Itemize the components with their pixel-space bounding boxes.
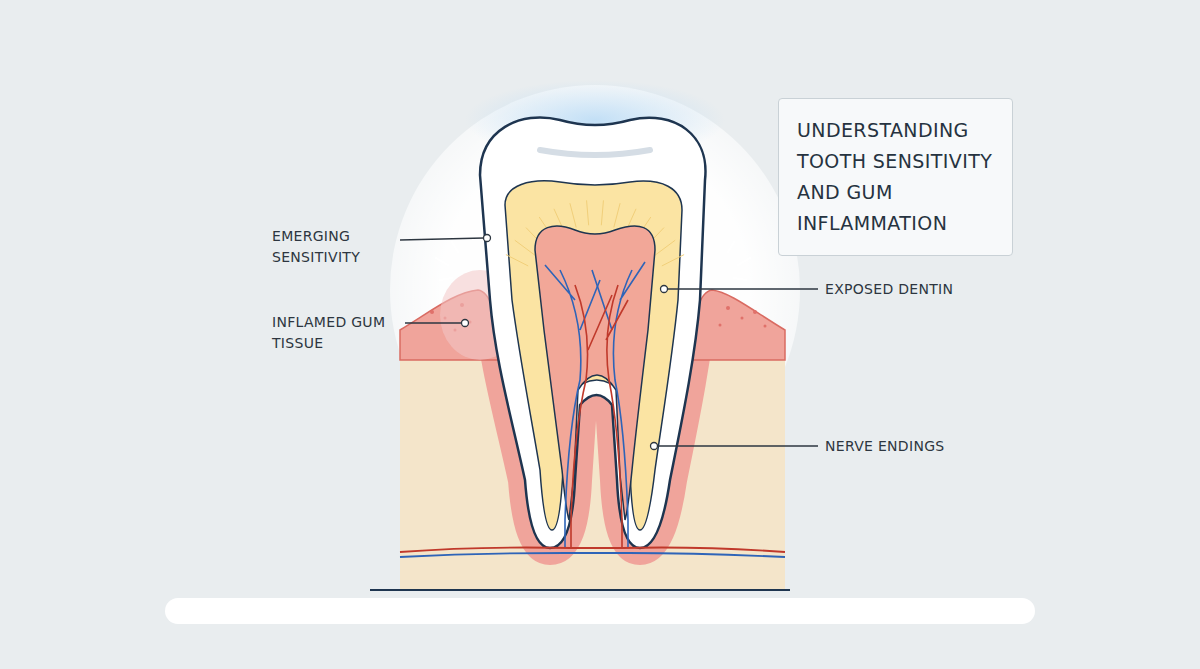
vein-line [400, 553, 785, 557]
part-label: EMERGING SENSITIVITY [272, 226, 397, 268]
crown-ridge [540, 150, 650, 155]
artery-line [400, 548, 785, 553]
part-label: EXPOSED DENTIN [825, 279, 965, 300]
periodontium [480, 298, 705, 548]
pulp [535, 226, 655, 520]
leader-lines [400, 235, 818, 450]
gum-right [690, 290, 785, 360]
title-panel: UNDERSTANDING TOOTH SENSITIVITY AND GUM … [778, 98, 1013, 256]
dentin [505, 181, 682, 530]
base-bar [165, 598, 1035, 624]
sensitivity-sparks [436, 242, 750, 280]
title: UNDERSTANDING TOOTH SENSITIVITY AND GUM … [797, 115, 993, 239]
baseline [370, 589, 790, 591]
enamel [480, 117, 705, 548]
part-label: NERVE ENDINGS [825, 436, 965, 457]
vessels [545, 262, 645, 548]
part-label: INFLAMED GUM TISSUE [272, 312, 402, 354]
